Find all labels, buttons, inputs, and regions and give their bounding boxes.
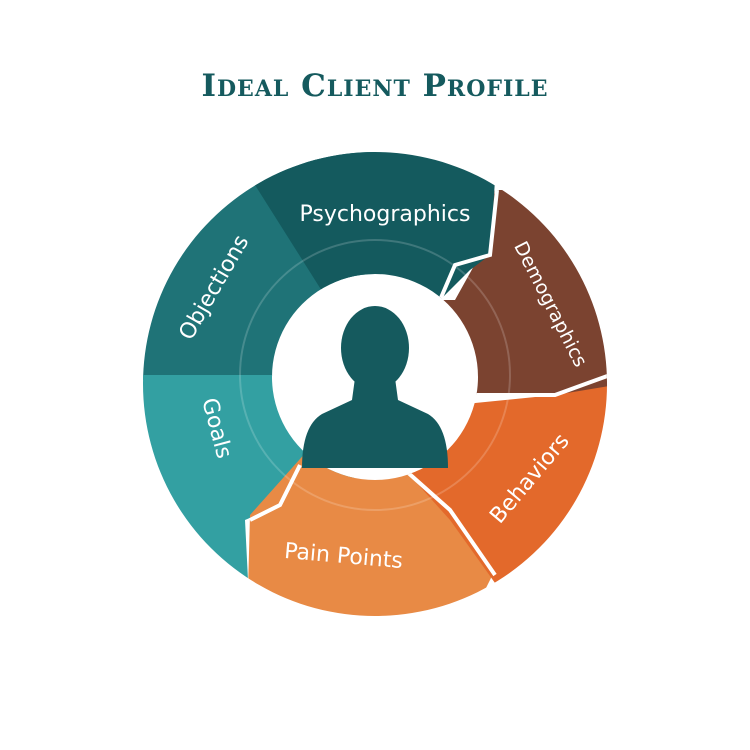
inner-ring-outline xyxy=(239,239,511,511)
segment-psychographics[interactable] xyxy=(255,150,495,375)
diagram-title: Ideal Client Profile xyxy=(201,68,549,104)
segment-dividers xyxy=(249,189,608,577)
person-silhouette-icon xyxy=(302,306,448,468)
label-psychographics: Psychographics xyxy=(300,202,471,227)
